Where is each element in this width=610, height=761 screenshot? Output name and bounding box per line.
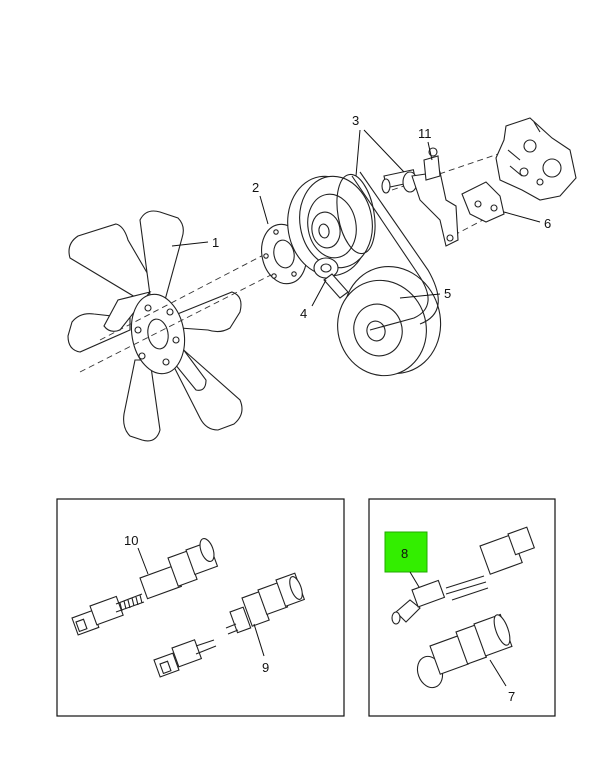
svg-text:11: 11 [418,126,432,141]
svg-text:2: 2 [252,180,259,195]
fan-blade [123,359,161,442]
fan-hub-bore [147,318,169,350]
callout-2: 2 [252,180,269,225]
callout-10: 10 [124,533,149,575]
fan-drive-pulley [287,173,376,277]
callout-5: 5 [399,286,451,301]
sensor-panel-right [368,498,556,717]
callout-1: 1 [171,235,219,250]
callout-9: 9 [253,623,269,675]
fan-assembly [67,210,243,442]
callout-11: 11 [418,126,433,161]
svg-text:7: 7 [508,689,515,704]
callout-6: 6 [503,211,551,231]
fan-blade [174,291,242,333]
callout-7: 7 [489,659,515,704]
svg-text:6: 6 [544,216,551,231]
engine-front-cover [495,117,577,201]
fan-bolt-hole [144,304,152,312]
fan-bolt-hole [162,358,170,366]
svg-text:3: 3 [352,113,359,128]
svg-text:1: 1 [212,235,219,250]
fan-bolt-hole [134,326,142,334]
callout-3: 3 [352,113,405,177]
connector-part-8 [391,526,536,625]
fan-bolt-hole [166,308,174,316]
sensor-part-9 [153,572,306,678]
svg-text:9: 9 [262,660,269,675]
fan-blade [68,223,161,301]
crank-pulley [337,265,442,377]
mounting-bracket [411,147,459,247]
drive-belt [359,171,439,325]
sensor-part-7 [416,613,513,689]
drive-belt [351,175,429,331]
fan-bolt-hole [172,336,180,344]
callout-8-highlight[interactable]: 8 [384,531,428,573]
sensor-panel-left [56,498,345,717]
sensor-part-10 [71,537,219,636]
highlight-box[interactable] [384,531,428,573]
svg-text:5: 5 [444,286,451,301]
svg-text:4: 4 [300,306,307,321]
fan-bolt-hole [138,352,146,360]
bracket-part-6 [461,181,505,223]
callout-4: 4 [300,279,327,321]
alignment-line [99,235,301,341]
svg-text:10: 10 [124,533,138,548]
svg-text:8: 8 [401,546,408,561]
fan-blade [139,210,184,301]
fan-drive-shaft [381,169,418,194]
belt-tensioner [313,257,349,299]
